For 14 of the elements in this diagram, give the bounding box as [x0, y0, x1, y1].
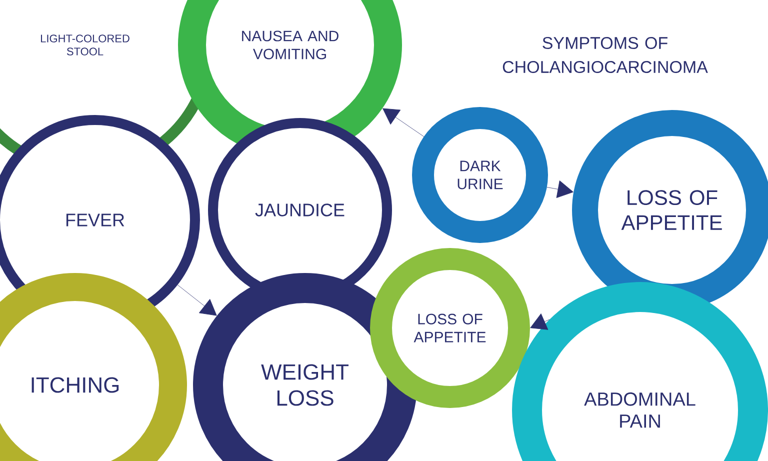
- ring: ITCHING: [0, 273, 187, 461]
- arrow: [546, 180, 574, 198]
- arrow: [177, 284, 217, 316]
- arrow: [382, 108, 424, 137]
- node-label: NAUSEA AND VOMITING: [242, 30, 338, 60]
- ring: ABDOMINAL PAIN: [512, 282, 768, 461]
- ring: LOSS OF APPETITE: [370, 248, 530, 408]
- ring: DARK URINE: [412, 107, 548, 243]
- node-label: FEVER: [66, 214, 124, 226]
- title: SYMPTOMS OF CHOLANGIOCARCINOMA: [502, 36, 708, 74]
- node-label: ITCHING: [32, 377, 119, 393]
- ring: FEVER: [0, 115, 200, 325]
- arrow: [530, 314, 550, 330]
- node-label: JAUNDICE: [255, 204, 344, 216]
